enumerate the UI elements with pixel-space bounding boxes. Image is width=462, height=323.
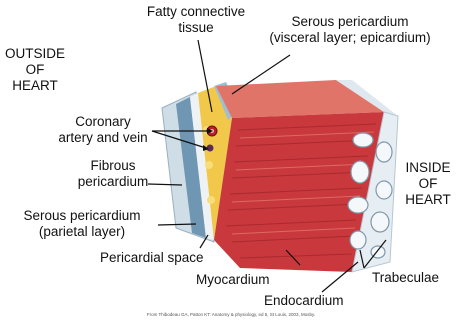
- label-line: Coronary: [48, 114, 158, 130]
- label-serous-visceral: Serous pericardium (visceral layer; epic…: [250, 14, 450, 46]
- label-outside-of-heart: OUTSIDE OF HEART: [0, 46, 70, 94]
- label-line: OUTSIDE: [0, 46, 70, 62]
- coronary-vein-mark: [207, 145, 214, 152]
- label-line: Serous pericardium: [250, 14, 450, 30]
- label-fibrous-pericardium: Fibrous pericardium: [70, 158, 156, 190]
- label-line: OF: [398, 176, 458, 192]
- label-endocardium: Endocardium: [264, 293, 344, 309]
- label-line: OF: [0, 62, 70, 78]
- fat-lobule: [207, 196, 215, 204]
- label-line: Fibrous: [70, 158, 156, 174]
- label-myocardium: Myocardium: [196, 272, 270, 288]
- fat-lobule: [205, 161, 213, 169]
- label-line: INSIDE: [398, 160, 458, 176]
- label-line: artery and vein: [48, 130, 158, 146]
- label-line: HEART: [0, 78, 70, 94]
- label-trabeculae: Trabeculae: [372, 270, 439, 286]
- label-coronary-artery-vein: Coronary artery and vein: [48, 114, 158, 146]
- label-inside-of-heart: INSIDE OF HEART: [398, 160, 458, 208]
- label-line: (visceral layer; epicardium): [250, 30, 450, 46]
- label-line: Fatty connective: [134, 4, 258, 20]
- label-line: tissue: [134, 20, 258, 36]
- label-line: HEART: [398, 192, 458, 208]
- label-line: (parietal layer): [2, 224, 162, 240]
- source-credit: From Thibodeau GA, Patton KT: Anatomy & …: [40, 312, 422, 318]
- label-fatty-connective-tissue: Fatty connective tissue: [134, 4, 258, 36]
- label-line: Serous pericardium: [2, 208, 162, 224]
- label-pericardial-space: Pericardial space: [100, 250, 204, 266]
- label-serous-parietal: Serous pericardium (parietal layer): [2, 208, 162, 240]
- label-line: pericardium: [70, 174, 156, 190]
